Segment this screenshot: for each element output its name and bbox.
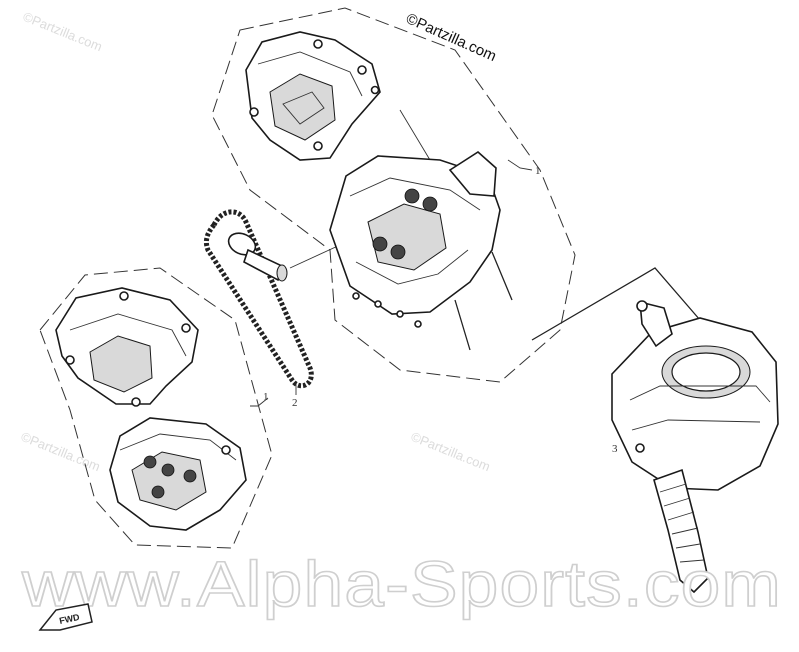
callout-1-upper: 1 bbox=[535, 165, 541, 177]
cylinder-head-lower bbox=[109, 417, 247, 531]
valve-cover-upper bbox=[245, 31, 381, 161]
connector-line bbox=[531, 267, 701, 341]
connector-line-sprocket bbox=[289, 244, 341, 269]
callout-2: 2 bbox=[292, 397, 298, 409]
partzilla-watermark-top-left: ©Partzilla.com bbox=[21, 9, 105, 54]
cylinder-head-upper bbox=[329, 150, 513, 351]
partzilla-watermark-left: ©Partzilla.com bbox=[19, 429, 103, 474]
upper-assembly-outline bbox=[211, 7, 576, 383]
fwd-label: FWD bbox=[58, 612, 81, 626]
valve-cover-lower bbox=[55, 287, 199, 407]
cylinder-assembly bbox=[611, 300, 779, 594]
partzilla-watermark-middle: ©Partzilla.com bbox=[409, 429, 493, 474]
copyright-text: ©Partzilla.com bbox=[403, 10, 498, 65]
alpha-sports-watermark: www.Alpha-Sports.com bbox=[21, 548, 782, 620]
leader-line-1-upper bbox=[507, 159, 533, 171]
fwd-arrow-icon: FWD bbox=[38, 603, 93, 631]
lower-assembly-outline bbox=[39, 267, 273, 549]
callout-3: 3 bbox=[612, 443, 618, 455]
leader-line-1-lower bbox=[250, 397, 269, 407]
timing-chain bbox=[203, 209, 314, 389]
connector-line-cover bbox=[399, 109, 431, 161]
callout-1-lower: 1 bbox=[263, 391, 269, 403]
